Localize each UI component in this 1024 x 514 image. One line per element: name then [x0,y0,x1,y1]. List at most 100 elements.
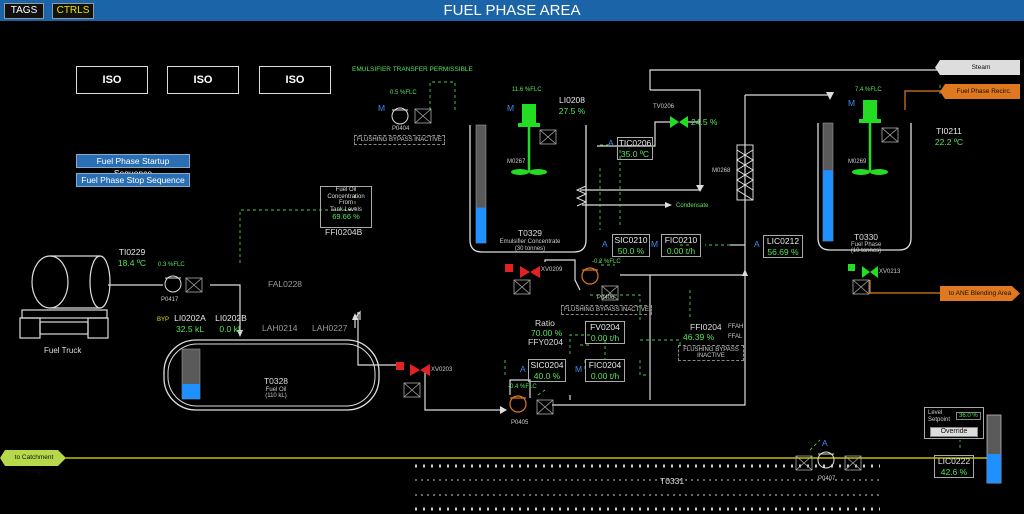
fic0210-controller[interactable]: FIC0210 0.00 t/h [661,234,701,257]
fuel-phase-recirc-link[interactable]: Fuel Phase Recirc. [956,88,1012,95]
t0329-name: Emulsifier Concentrate [499,239,561,245]
lic0222-bar [986,414,1002,484]
tv0206-tag: TV0206 [653,104,675,110]
ffi0204b-line2: Concentration [327,193,365,200]
p0404-speed: 0.5 %FLC [390,90,417,96]
lic0212-mode: A [754,239,760,249]
heat-exchanger-m0268[interactable] [736,144,754,201]
t0329-capacity: (30 tonnes) [514,246,546,252]
li0202b-indicator[interactable]: LI0202B 0.0 kL [212,313,250,334]
heating-coil-icon [575,185,588,207]
iso-button-3[interactable]: ISO [259,66,331,94]
fic0210-mode: M [651,239,659,249]
sic0210-controller[interactable]: SIC0210 50.0 % [612,234,650,257]
tic0206-controller[interactable]: TIC0206 35.0 ºC [617,137,653,160]
p0417-tag: P0417 [161,297,179,303]
t0328-tag: T0328 [263,376,289,386]
tags-button[interactable]: TAGS [4,3,44,19]
p0417-speed: 0.3 %FLC [158,262,185,268]
tic0206-mode: A [608,138,614,148]
fuel-truck-label: Fuel Truck [44,346,82,355]
tank-t0331[interactable] [415,464,880,511]
ti0229-indicator[interactable]: TI0229 18.4 ºC [112,247,152,268]
ti0229-tag: TI0229 [118,247,146,257]
lah0227-alarm[interactable]: LAH0227 [312,323,348,333]
lic0212-controller[interactable]: LIC0212 56.69 % [763,235,803,258]
pump-p0405[interactable] [509,395,527,413]
m0269-mode: M [848,98,856,108]
fv0204-value: 0.00 t/h [590,333,620,343]
condensate-label: Condensate [676,203,709,209]
pump-p0417[interactable] [164,275,182,293]
sic0210-mode: A [602,239,608,249]
tic0206-value: 35.0 ºC [620,149,650,159]
valve-xv0213[interactable] [848,264,878,278]
steam-link[interactable]: Steam [971,64,991,71]
p0407-mode: A [822,438,828,448]
sic0210-value: 50.0 % [617,246,645,256]
to-catchment-sump-link[interactable]: to Catchment Sump [14,454,54,475]
lah0214-alarm[interactable]: LAH0214 [262,323,298,333]
xv0213-tag: XV0213 [879,269,901,275]
ratio-tag: FFY0204 [528,337,563,347]
pump-p0406[interactable] [581,267,599,285]
li0208-indicator[interactable]: LI0208 27.5 % [555,95,589,116]
ctrls-button[interactable]: CTRLS [52,3,94,19]
tank-t0328[interactable] [163,339,380,411]
fic0210-tag: FIC0210 [664,235,698,245]
ffi0204b-line4: Tank Levels [330,206,362,213]
fal0228-alarm[interactable]: FAL0228 [268,279,303,289]
level-setpoint-label2: Setpoint [928,417,951,423]
pump-p0404[interactable] [391,107,409,125]
xv0209-tag: XV0209 [541,267,563,273]
flushing-bypass-inactive-1: FLUSHING BYPASS INACTIVE [354,135,445,145]
valve-tv0206[interactable] [670,116,688,128]
lic0222-value: 42.6 % [940,467,968,477]
tank-t0329[interactable] [469,124,587,253]
p0405-speed: -0.4 %FLC [508,384,537,390]
t0329-tag: T0329 [517,228,543,238]
ti0211-indicator[interactable]: TI0211 22.2 ºC [930,126,968,147]
t0331-tag[interactable]: T0331 [660,476,685,486]
fic0204-value: 0.00 t/h [590,371,620,381]
fv0204-tag: FV0204 [590,322,620,332]
p0406-speed: -0.2 %FLC [592,259,621,265]
pump-p0407[interactable] [817,451,835,469]
t0330-name: Fuel Phase [851,242,882,248]
tank-t0330[interactable] [817,122,912,251]
ffi0204-tag[interactable]: FFI0204 [690,322,722,332]
header-bar [0,0,1024,21]
valve-xv0209[interactable] [505,264,540,278]
p0407-tag: P0407 [818,476,836,482]
t0330-capacity: (10 tonnes) [850,248,882,254]
isolation-valve-icons[interactable] [185,108,899,471]
flushing-bypass-inactive-2: FLUSHING BYPASS INACTIVE [561,305,652,315]
li0202a-indicator[interactable]: LI0202A 32.5 kL [170,313,210,334]
m0267-mode: M [507,103,515,113]
iso-button-2[interactable]: ISO [167,66,239,94]
emulsifier-permissible-label: EMULSIFIER TRANSFER PERMISSIBLE [352,66,473,73]
lic0222-controller[interactable]: LIC0222 42.6 % [934,455,974,478]
ffi0204b-indicator[interactable]: Fuel Oil Concentration From Tank Levels … [320,186,372,228]
startup-sequence-button[interactable]: Fuel Phase Startup Sequence [76,154,190,178]
sic0204-controller[interactable]: SIC0204 40.0 % [528,359,566,382]
fic0204-controller[interactable]: FIC0204 0.00 t/h [585,359,625,382]
page-title: FUEL PHASE AREA [443,2,581,19]
stop-sequence-button[interactable]: Fuel Phase Stop Sequence [76,173,190,187]
iso-button-1[interactable]: ISO [76,66,148,94]
agitator-m0269[interactable] [852,100,888,175]
m0269-speed: 7.4 %FLC [855,87,882,93]
to-ane-blending-link[interactable]: to ANE Blending Area [948,290,1012,297]
valve-xv0203[interactable] [396,362,430,376]
agitator-m0267[interactable] [511,104,547,175]
fic0204-mode: M [575,364,583,374]
tic0206-tag: TIC0206 [618,138,652,148]
byp-label: BYP [157,317,170,323]
sic0210-tag: SIC0210 [614,235,648,245]
override-button[interactable]: Override [930,427,978,437]
level-setpoint-value[interactable]: 36.0 % [956,412,981,420]
fv0204-indicator[interactable]: FV0204 0.00 t/h [585,321,625,344]
lic0212-tag: LIC0212 [766,236,800,246]
offpage-arrows [0,60,1020,466]
fuel-truck-icon[interactable] [19,255,111,339]
